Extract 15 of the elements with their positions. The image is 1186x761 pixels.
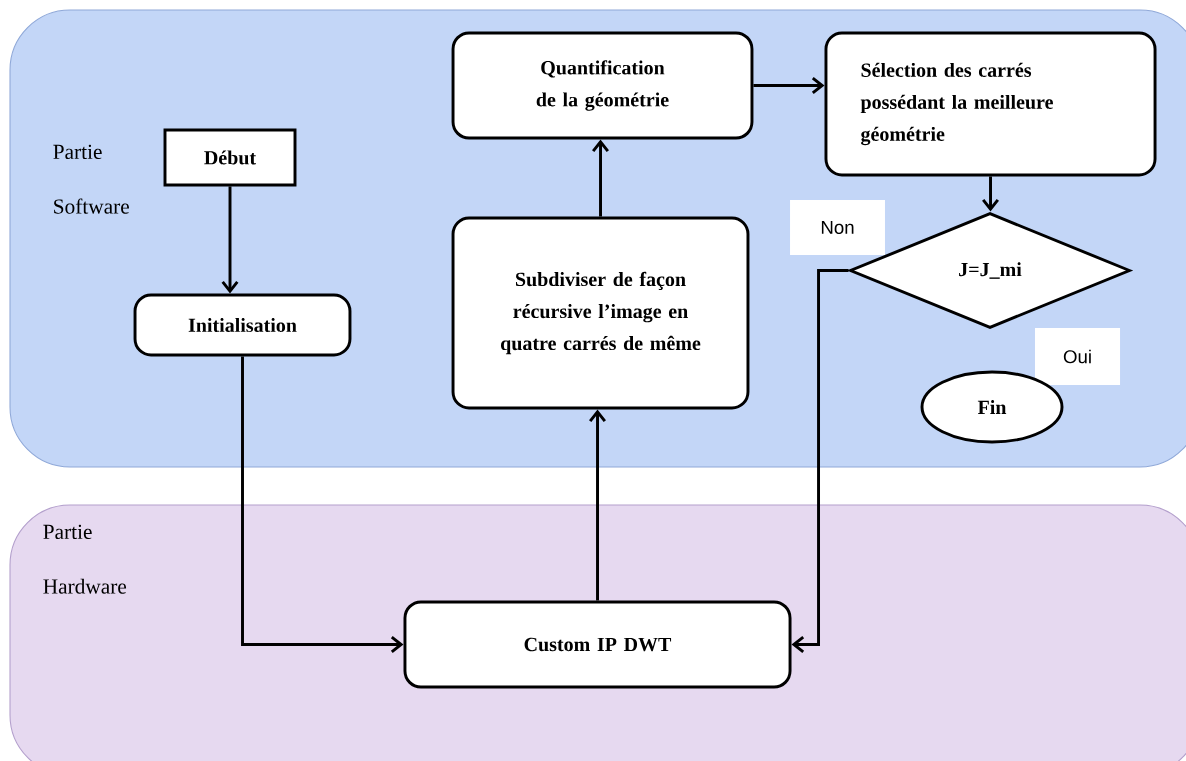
arrow: [589, 409, 606, 601]
arrow: [982, 176, 999, 212]
answer-tag: Non: [790, 200, 885, 255]
arrow: [791, 269, 849, 653]
process-box: Quantification de la géométrie: [451, 31, 754, 140]
arrow: [221, 186, 239, 294]
arrow: [241, 356, 404, 653]
process-box: Subdiviser de façon récursive l’image en quatre carrés de même: [451, 216, 750, 410]
start-box: Début: [163, 128, 297, 187]
process-box: Custom IP DWT: [403, 600, 792, 689]
process-box: Initialisation: [133, 293, 352, 357]
arrow: [592, 139, 609, 217]
process-box: Sélection des carrés possédant la meilleure géométrie: [824, 31, 1157, 177]
arrow: [753, 77, 825, 94]
answer-tag: Oui: [1035, 327, 1121, 386]
